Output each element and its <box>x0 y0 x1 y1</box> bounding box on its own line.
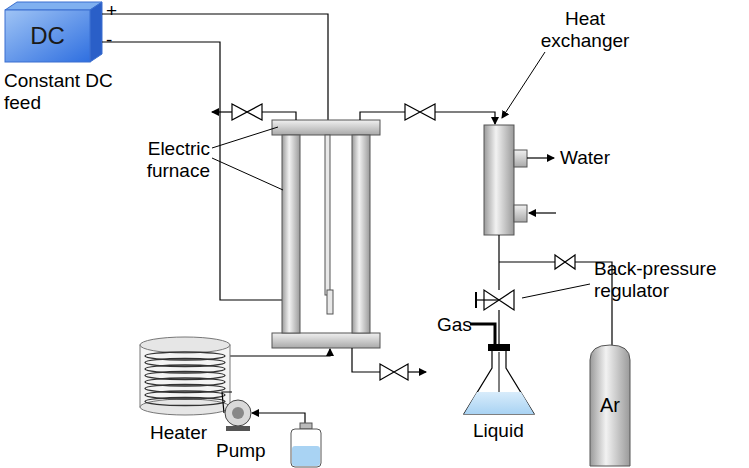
component-label: Back-pressure regulator <box>594 258 734 302</box>
heat-exchanger <box>484 125 527 235</box>
pump <box>222 392 305 431</box>
node-text: DC <box>30 22 65 50</box>
stream-label: Water <box>560 147 630 169</box>
stream-label: Gas <box>437 314 471 336</box>
dc-source <box>5 2 102 62</box>
component-label: Heater <box>150 422 220 444</box>
electric-furnace <box>272 120 380 348</box>
component-label: Heat exchanger <box>530 8 640 52</box>
power-supply-box: DC <box>5 10 90 62</box>
back-pressure-regulator <box>476 290 514 310</box>
flask <box>464 324 534 414</box>
component-label: Electric furnace <box>110 138 210 182</box>
water-lines <box>499 158 612 345</box>
heater <box>140 337 230 415</box>
stream-label: Liquid <box>473 420 533 442</box>
node-text: Ar <box>600 394 620 417</box>
leader-lines <box>212 52 590 298</box>
gas-cylinder-label: Ar <box>590 380 630 430</box>
terminal-sign: + <box>106 0 126 22</box>
component-label: Pump <box>216 440 276 462</box>
ar-valve <box>555 255 575 269</box>
terminal-sign: - <box>106 29 126 51</box>
piping <box>212 112 495 372</box>
gas-cylinder <box>590 345 630 466</box>
reservoir-bottle <box>291 423 321 467</box>
valve-symbols <box>232 104 435 380</box>
component-label: Constant DC feed <box>4 70 122 114</box>
